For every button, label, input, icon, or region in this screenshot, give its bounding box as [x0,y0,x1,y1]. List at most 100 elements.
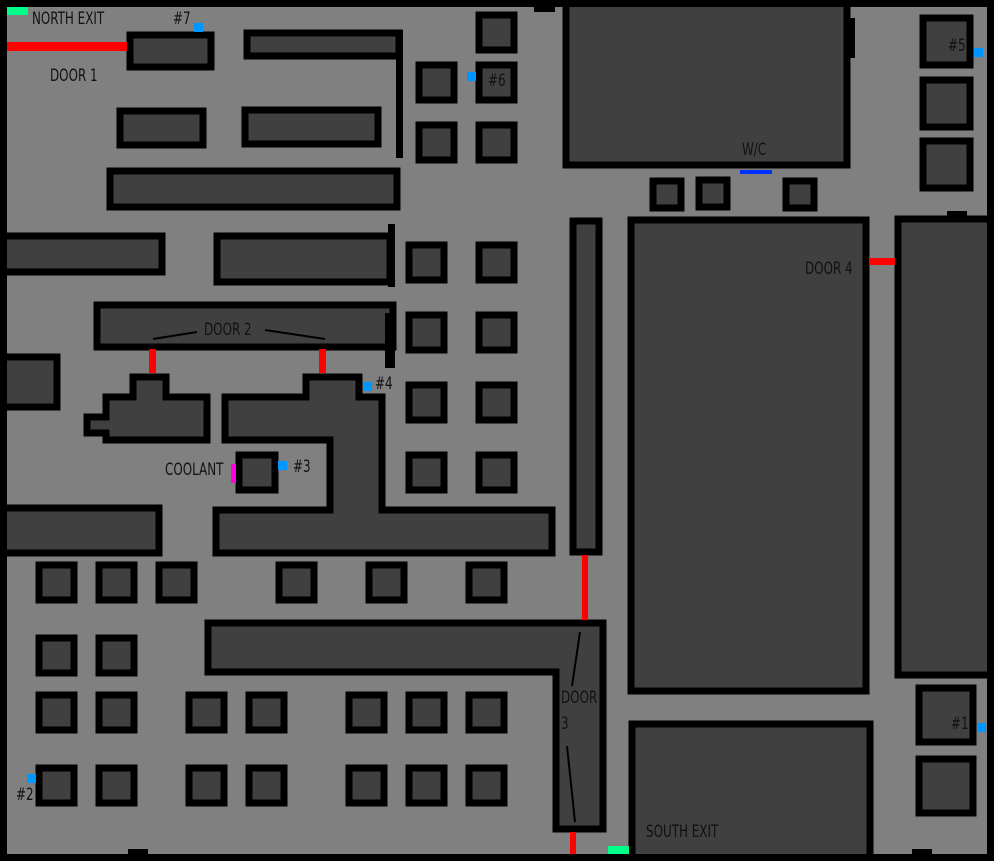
marker-6[interactable] [467,72,476,81]
cabinet [185,691,228,734]
room-block [241,106,382,148]
cabinet [405,764,448,807]
cabinet-5 [919,14,974,69]
t-building [212,373,556,557]
cabinet [245,764,288,807]
wall-segment [388,224,395,287]
cabinet-1 [915,684,977,746]
door2-leader [264,329,326,340]
outer-wall-bottom [0,854,994,861]
door1-label: DOOR 1 [50,66,98,86]
door-3a[interactable] [582,555,588,620]
door2-label: DOOR 2 [204,320,252,340]
cabinet [919,76,974,131]
marker-2-label: #2 [16,785,34,805]
outer-wall-left [0,0,7,861]
cabinet [345,691,388,734]
cabinet [95,634,138,677]
door3-label-line1: DOOR [561,688,598,708]
cabinet [649,177,685,212]
cabinet [695,176,731,211]
cabinet [915,755,977,817]
room-block [213,232,394,286]
outer-wall-top [0,0,994,7]
cabinet [95,764,138,807]
room-block [0,232,166,276]
marker-3-label: #3 [293,457,311,477]
south-exit-marker[interactable] [608,846,629,854]
cabinet [475,311,518,354]
marker-6-label: #6 [488,71,506,91]
cabinet [405,451,448,494]
south-exit-room [628,720,874,861]
cabinet [365,561,408,604]
marker-3[interactable] [278,461,287,470]
door-3b[interactable] [570,832,576,854]
room-block [0,504,163,557]
marker-5-label: #5 [948,36,966,56]
stepped-building [83,373,211,444]
wall-segment [396,30,403,158]
marker-2[interactable] [27,774,36,783]
cabinet [405,381,448,424]
cabinet [465,764,508,807]
room-block [106,167,401,211]
marker-7[interactable] [194,23,203,32]
cabinet [405,311,448,354]
cabinet-2 [35,764,78,807]
north-exit-label: NORTH EXIT [32,9,105,29]
cabinet [35,691,78,734]
east-room [894,215,994,679]
door3-leader [566,745,576,823]
door4-label: DOOR 4 [805,259,853,279]
coolant-marker[interactable] [231,464,236,483]
hall-wc [562,0,851,169]
room-block [116,107,207,149]
marker-7-label: #7 [173,9,191,29]
south-exit-label: SOUTH EXIT [646,822,719,842]
cabinet [475,241,518,284]
cabinet [465,561,508,604]
wc-label: W/C [742,140,767,160]
cabinet [155,561,198,604]
cabinet [405,241,448,284]
door3-label-line2: 3 [561,714,569,734]
cabinet [345,764,388,807]
cabinet [475,121,518,164]
door4-hall [627,216,870,695]
door-1[interactable] [7,42,127,51]
cabinet [95,561,138,604]
door3-building [204,619,607,833]
room-block [126,31,215,71]
north-exit-marker[interactable] [7,7,28,15]
cabinet [475,11,518,54]
marker-1-label: #1 [951,714,969,734]
door-2b[interactable] [319,349,326,373]
wall-segment [385,313,395,368]
cabinet [415,121,458,164]
cabinet [465,691,508,734]
wall-stub [947,211,967,221]
cabinet [415,61,458,104]
room-block [243,29,403,60]
marker-1[interactable] [977,723,986,732]
marker-5[interactable] [974,48,983,57]
cabinet [475,381,518,424]
vertical-rack [569,217,603,556]
cabinet [475,451,518,494]
door-4[interactable] [869,258,895,265]
marker-4-label: #4 [375,374,393,394]
door3-leader [571,631,581,687]
cabinet [405,691,448,734]
cabinet [919,137,974,192]
door-2a[interactable] [149,349,156,373]
marker-4[interactable] [363,382,372,391]
coolant-label: COOLANT [165,460,224,480]
cabinet [275,561,318,604]
wc-marker[interactable] [740,170,772,174]
outer-wall-right [987,0,994,861]
coolant-unit [235,451,279,494]
door2-leader [152,331,198,340]
